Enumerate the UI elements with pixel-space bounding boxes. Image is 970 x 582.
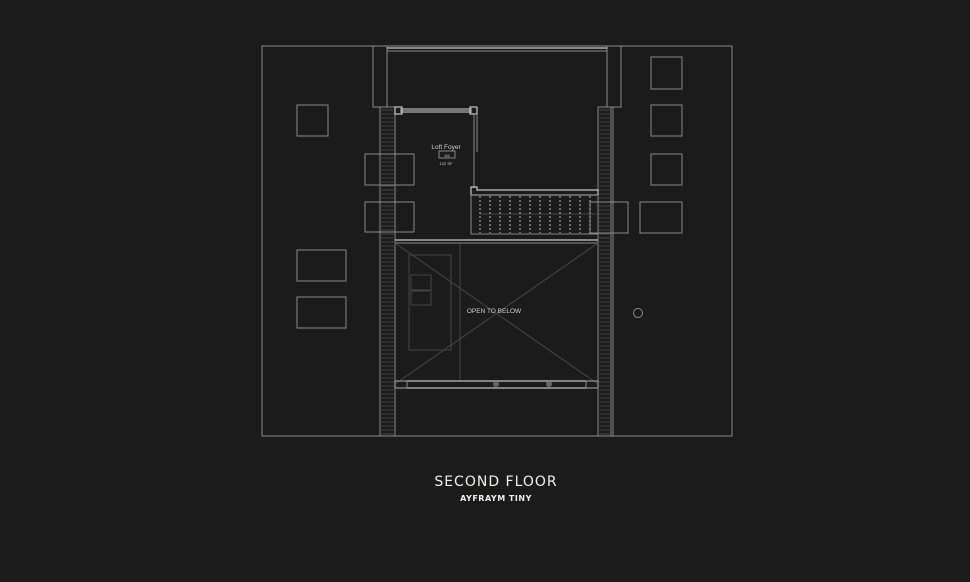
room-area: 122 SF: [440, 161, 453, 166]
column-hatching: [379, 106, 614, 437]
fixture-circle: [633, 308, 643, 318]
open-to-below-label: OPEN TO BELOW: [467, 308, 522, 315]
room-name: Loft Foyer: [431, 144, 461, 151]
plan-title: SECOND FLOOR: [434, 474, 558, 490]
plan-subtitle: AYFRAYM TINY: [460, 494, 532, 503]
stair: [470, 186, 599, 235]
open-to-below-area: [394, 239, 599, 389]
loft-walls: [394, 106, 478, 188]
room-number: 111: [444, 153, 451, 158]
windows: [296, 56, 683, 329]
